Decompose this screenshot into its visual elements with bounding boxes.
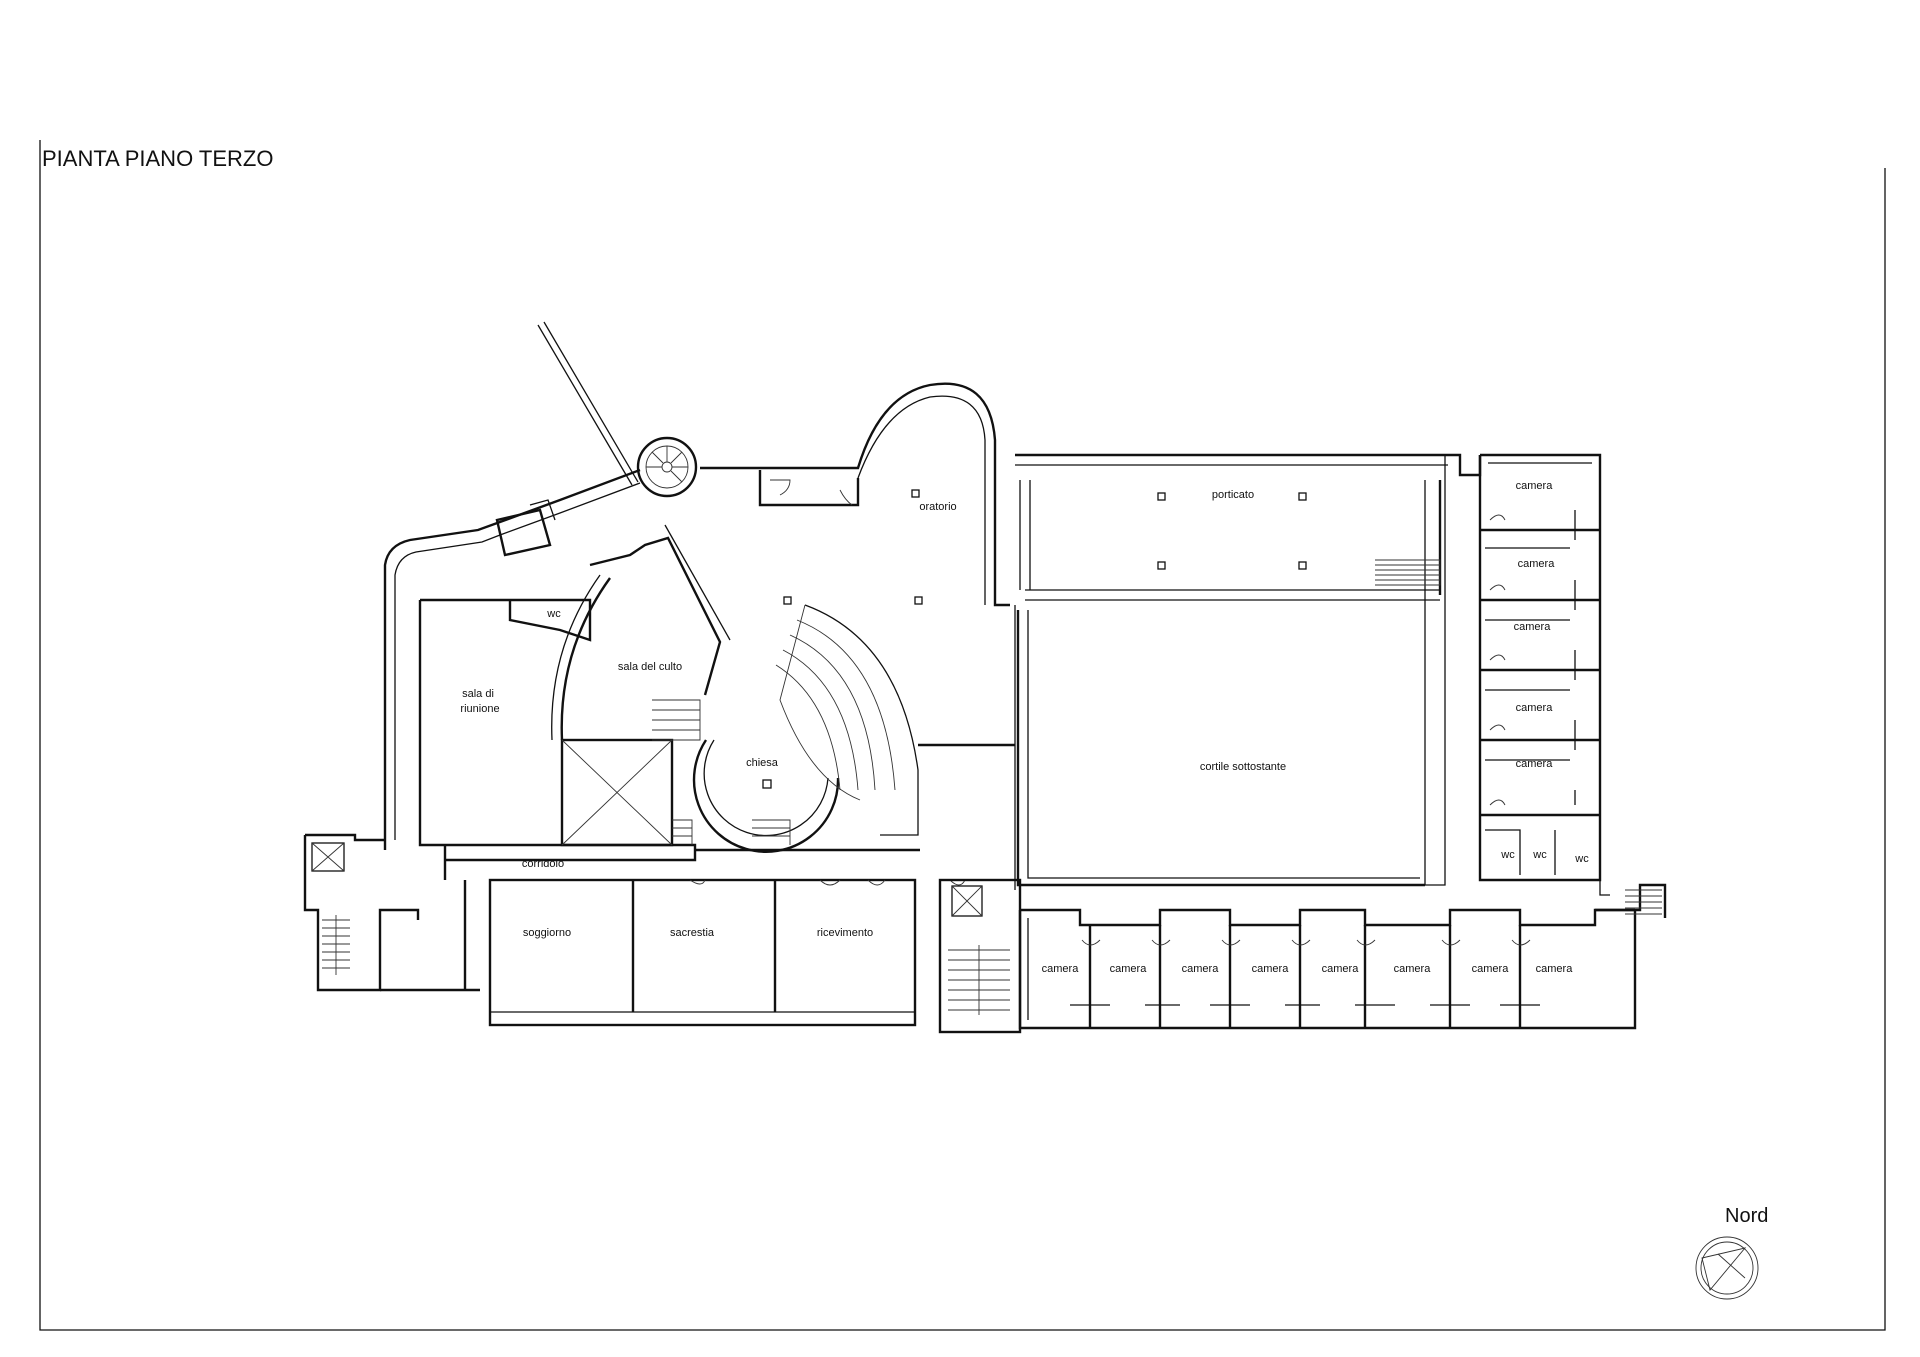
label-camera: camera — [1322, 963, 1360, 975]
label-camera: camera — [1042, 963, 1080, 975]
label-camera: camera — [1110, 963, 1148, 975]
label-camera: camera — [1536, 963, 1574, 975]
sheet-frame — [39, 140, 1886, 1331]
label-chiesa: chiesa — [746, 757, 779, 769]
right-rooms-walls — [1478, 453, 1610, 896]
label-sacrestia: sacrestia — [670, 927, 715, 939]
label-porticato: porticato — [1212, 489, 1254, 501]
lift-shaft-icon — [311, 842, 345, 872]
diagonal-beam — [537, 321, 639, 486]
label-sala-di-riunione-line2: riunione — [460, 703, 499, 715]
label-sala-di-riunione-line1: sala di — [462, 688, 494, 700]
label-camera: camera — [1518, 558, 1556, 570]
spiral-stair — [636, 436, 698, 498]
label-wc: wc — [546, 608, 561, 620]
label-wc: wc — [1574, 853, 1589, 865]
label-camera: camera — [1516, 480, 1554, 492]
label-camera: camera — [1514, 621, 1552, 633]
courtyard-walls — [1015, 453, 1482, 887]
left-wing-walls — [303, 468, 641, 992]
label-camera: camera — [1516, 702, 1554, 714]
label-camera: camera — [1516, 758, 1554, 770]
label-camera: camera — [1394, 963, 1432, 975]
stairs-icon — [322, 915, 350, 975]
label-camera: camera — [1252, 963, 1290, 975]
label-ricevimento: ricevimento — [817, 927, 873, 939]
label-camera: camera — [1472, 963, 1510, 975]
oratorio-walls — [700, 382, 1016, 890]
north-arrow-icon — [1695, 1236, 1759, 1300]
bottom-rooms-walls — [1018, 883, 1667, 1030]
label-soggiorno: soggiorno — [523, 927, 571, 939]
church-walls — [551, 524, 919, 853]
label-wc: wc — [1532, 849, 1547, 861]
label-camera: camera — [1182, 963, 1220, 975]
label-corridoio: corridoio — [522, 858, 564, 870]
plan-title: PIANTA PIANO TERZO — [42, 146, 274, 171]
label-cortile-sottostante: cortile sottostante — [1200, 761, 1286, 773]
label-sala-del-culto: sala del culto — [618, 661, 682, 673]
north-label: Nord — [1725, 1205, 1769, 1227]
label-oratorio: oratorio — [919, 501, 956, 513]
label-wc: wc — [1500, 849, 1515, 861]
